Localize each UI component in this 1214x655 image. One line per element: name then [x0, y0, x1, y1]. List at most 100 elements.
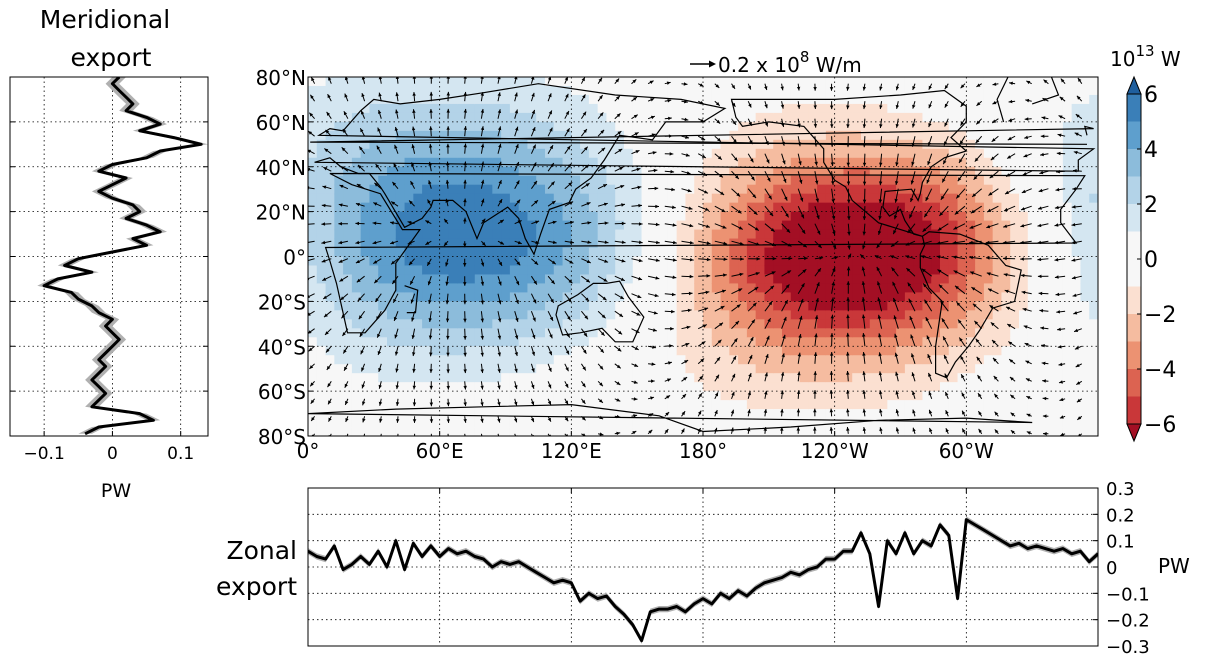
map-cell	[1062, 328, 1073, 338]
map-cell	[1010, 283, 1020, 293]
map-cell	[466, 409, 476, 419]
map-cell	[869, 175, 880, 186]
map-cell	[711, 337, 722, 347]
map-cell	[395, 364, 406, 374]
map-arrow-head	[535, 220, 540, 224]
map-cell	[430, 364, 441, 374]
map-cell	[545, 112, 555, 123]
map-arrow-head	[446, 108, 450, 113]
map-cell	[536, 157, 546, 168]
map-arrow-head	[706, 224, 710, 228]
map-cell	[641, 427, 651, 436]
map-cell	[1054, 310, 1064, 320]
map-cell	[615, 400, 625, 410]
map-cell	[729, 175, 739, 186]
map-cell	[588, 409, 599, 419]
map-cell	[509, 283, 520, 293]
map-cell	[878, 256, 888, 267]
map-cell	[878, 283, 888, 293]
map-cell	[1027, 265, 1038, 276]
map-cell	[843, 193, 853, 204]
map-arrow-head	[445, 300, 450, 305]
map-cell	[430, 337, 441, 347]
map-cell	[738, 220, 748, 231]
map-cell	[422, 184, 432, 195]
map-arrow-head	[446, 385, 450, 390]
map-cell	[1062, 175, 1073, 186]
map-cell	[553, 148, 564, 159]
map-cell	[395, 202, 406, 213]
map-cell	[378, 319, 388, 329]
map-cell	[922, 211, 932, 222]
map-cell	[483, 247, 493, 258]
map-cell	[387, 112, 397, 123]
map-cell	[659, 139, 669, 150]
map-cell	[343, 319, 353, 329]
map-cell	[483, 202, 493, 213]
map-cell	[606, 364, 616, 374]
map-cell	[606, 166, 616, 177]
map-cell	[983, 427, 994, 436]
map-cell	[580, 418, 590, 428]
map-cell	[1071, 364, 1082, 374]
map-cell	[606, 175, 616, 186]
map-cell	[659, 202, 669, 213]
map-cell	[1019, 77, 1029, 87]
map-cell	[501, 337, 511, 347]
map-arrow-head	[327, 94, 331, 99]
map-cell	[404, 301, 414, 311]
map-arrow-head	[517, 240, 522, 245]
map-cell	[861, 166, 871, 177]
map-cell	[580, 148, 590, 159]
map-cell	[676, 77, 687, 87]
map-cell	[430, 139, 441, 150]
map-cell	[501, 274, 511, 285]
map-cell	[904, 202, 915, 213]
map-arrow-head	[719, 322, 723, 327]
map-arrow-head	[701, 341, 706, 345]
map-cell	[316, 148, 327, 159]
map-cell	[606, 103, 616, 114]
map-cell	[1071, 157, 1082, 168]
map-arrow-head	[549, 145, 553, 150]
map-cell	[948, 337, 959, 347]
map-cell	[1045, 283, 1055, 293]
map-arrow-head	[429, 402, 434, 407]
map-arrow-head	[780, 427, 784, 431]
map-cell	[316, 85, 327, 96]
map-cell	[369, 418, 379, 428]
map-cell	[404, 184, 414, 195]
map-cell	[492, 400, 502, 410]
map-cell	[720, 130, 730, 141]
map-cell	[562, 166, 572, 177]
map-arrow-head	[583, 129, 587, 133]
map-arrow-head	[532, 317, 536, 322]
map-cell	[343, 382, 353, 392]
map-arrow-head	[783, 316, 787, 321]
map-cell	[430, 346, 441, 356]
map-cell	[667, 94, 678, 105]
map-cell	[316, 382, 327, 392]
map-cell	[685, 355, 695, 365]
map-cell	[378, 391, 388, 401]
map-cell	[422, 175, 432, 186]
map-cell	[729, 121, 739, 132]
map-cell	[1080, 427, 1090, 436]
map-cell	[580, 94, 590, 105]
map-cell	[527, 229, 537, 240]
map-cell	[755, 427, 766, 436]
map-cell	[720, 391, 730, 401]
map-cell	[466, 310, 476, 320]
map-cell	[685, 85, 695, 96]
map-cell	[790, 274, 801, 285]
map-cell	[430, 166, 441, 177]
map-cell	[501, 238, 511, 249]
map-cell	[711, 292, 722, 302]
map-cell	[562, 121, 572, 132]
map-cell	[887, 364, 897, 374]
map-cell	[1062, 301, 1073, 311]
map-cell	[694, 409, 704, 419]
map-cell	[685, 292, 695, 302]
map-cell	[861, 247, 871, 258]
map-cell	[580, 400, 590, 410]
